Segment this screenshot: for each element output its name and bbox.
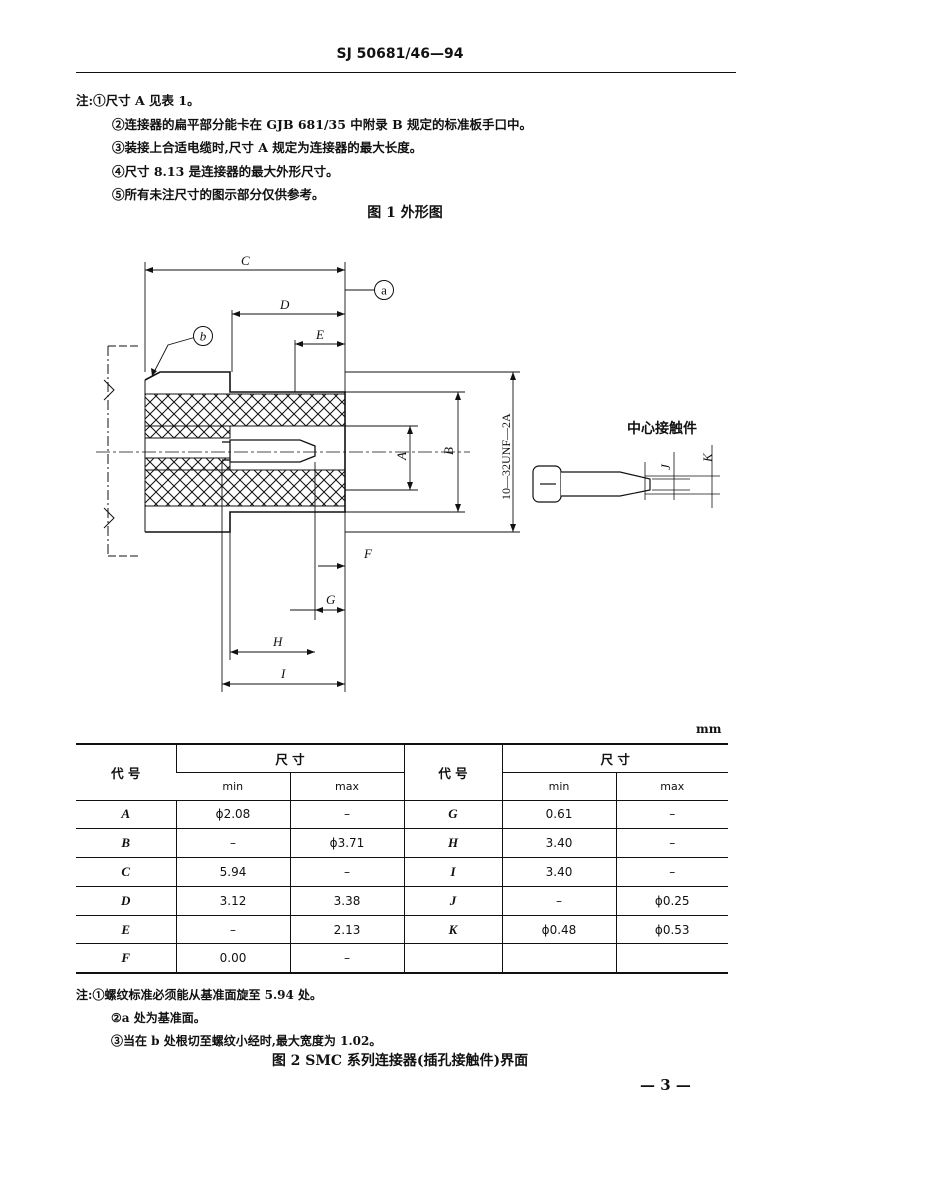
cell-code: J	[403, 885, 502, 916]
cell-min: –	[175, 914, 290, 944]
cell-code: F	[76, 943, 176, 974]
header-code: 代 号	[403, 744, 502, 800]
note-line: 注:①螺纹标准必须能从基准面旋至 5.94 处。	[76, 984, 381, 1007]
cell-code: G	[403, 799, 502, 829]
dim-label-E: E	[315, 327, 324, 342]
cell-min: 0.00	[175, 943, 290, 974]
note-text: ①螺纹标准必须能从基准面旋至 5.94 处。	[92, 988, 323, 1002]
cell-code: K	[403, 914, 502, 944]
callout-a: a	[374, 280, 394, 300]
cell-max: 3.38	[289, 885, 404, 916]
dim-label-J: J	[658, 463, 673, 470]
dimension-table: 代 号 尺 寸 代 号 尺 寸 min max min max A ϕ2.08 …	[76, 743, 728, 975]
note-line: ②a 处为基准面。	[111, 1011, 206, 1025]
dim-label-A: A	[394, 452, 409, 461]
cell-code	[403, 943, 502, 974]
header-rule	[76, 72, 736, 73]
header-size: 尺 寸	[501, 744, 728, 772]
dim-label-F: F	[363, 546, 373, 561]
cell-min: –	[501, 885, 616, 916]
mounting-panel	[103, 345, 140, 557]
cell-code: E	[76, 914, 176, 944]
cell-code: I	[403, 857, 502, 887]
header-size: 尺 寸	[175, 744, 404, 772]
cell-max: ϕ0.25	[615, 885, 728, 916]
callout-a-label: a	[381, 283, 387, 298]
cell-min: ϕ2.08	[175, 799, 290, 829]
dim-label-H: H	[272, 634, 283, 649]
callout-b: b	[193, 326, 213, 346]
cell-max: –	[615, 828, 728, 858]
cell-min: 3.40	[501, 828, 616, 858]
note-line: ②连接器的扁平部分能卡在 GJB 681/35 中附录 B 规定的标准板手口中。	[112, 116, 533, 132]
dimension-lines	[144, 262, 520, 692]
cell-max: –	[289, 943, 404, 974]
note-line: ③装接上合适电缆时,尺寸 A 规定为连接器的最大长度。	[112, 140, 423, 155]
cell-max: 2.13	[289, 914, 404, 944]
table-row: B – ϕ3.71 H 3.40 –	[76, 828, 728, 858]
cell-code: H	[403, 828, 502, 858]
document-code: SJ 50681/46—94	[336, 46, 464, 62]
cell-code: C	[76, 857, 176, 887]
cell-max: ϕ0.53	[615, 914, 728, 944]
table-unit: mm	[696, 722, 722, 736]
figure2-caption: 图 2 SMC 系列连接器(插孔接触件)界面	[271, 1053, 529, 1069]
hatched-section	[144, 393, 346, 507]
cell-min: –	[175, 828, 290, 858]
note-line: ④尺寸 8.13 是连接器的最大外形尺寸。	[112, 163, 339, 179]
cell-min: 3.40	[501, 857, 616, 887]
cell-max: ϕ3.71	[289, 828, 404, 858]
note-text: ①尺寸 A 见表 1。	[93, 93, 200, 108]
header-max: max	[615, 771, 728, 800]
note-line: ⑤所有未注尺寸的图示部分仅供参考。	[112, 187, 325, 202]
center-contact-detail	[532, 445, 720, 508]
header-min: min	[176, 771, 290, 800]
figure1-caption: 图 1 外形图	[367, 205, 443, 221]
note-prefix: 注:	[76, 988, 93, 1002]
cell-min: 0.61	[501, 799, 616, 829]
header-min: min	[501, 771, 616, 800]
table-row: F 0.00 –	[76, 943, 728, 974]
dim-label-B: B	[441, 447, 456, 455]
dim-label-D: D	[279, 297, 290, 312]
center-pin	[222, 439, 316, 463]
figure2-notes: 注:①螺纹标准必须能从基准面旋至 5.94 处。 ②a 处为基准面。 ③当在 b…	[76, 984, 381, 1053]
header-max: max	[289, 771, 404, 800]
connector-outline-drawing: a b C D E A B 10—32UNF—2A F G H I 中心接触件 …	[96, 253, 720, 692]
note-prefix: 注:	[76, 93, 94, 108]
table-row: A ϕ2.08 – G 0.61 –	[76, 799, 728, 829]
cell-code: A	[76, 799, 176, 829]
table-row: D 3.12 3.38 J – ϕ0.25	[76, 885, 728, 916]
dim-label-C: C	[241, 253, 250, 268]
figure1-notes: 注:①尺寸 A 见表 1。 ②连接器的扁平部分能卡在 GJB 681/35 中附…	[76, 89, 532, 207]
dimension-arrows	[145, 267, 516, 687]
cell-max: –	[615, 857, 728, 887]
dim-label-I: I	[280, 666, 286, 681]
table-row: C 5.94 – I 3.40 –	[76, 857, 728, 887]
thread-spec-label: 10—32UNF—2A	[499, 413, 513, 500]
page-number: — 3 —	[640, 1076, 691, 1094]
cell-code: B	[76, 828, 176, 858]
cell-min: 3.12	[175, 885, 290, 916]
dim-label-G: G	[326, 592, 336, 607]
cell-code: D	[76, 885, 176, 916]
header-code: 代 号	[111, 765, 141, 781]
note-line: ③当在 b 处根切至螺纹小经时,最大宽度为 1.02。	[111, 1034, 382, 1048]
dim-label-K: K	[700, 452, 715, 463]
center-contact-label: 中心接触件	[627, 420, 697, 437]
cell-max: –	[289, 799, 404, 829]
cell-min: ϕ0.48	[501, 914, 616, 944]
cell-max	[615, 943, 728, 974]
cell-max: –	[615, 799, 728, 829]
cell-min: 5.94	[175, 857, 290, 887]
note-line: 注:①尺寸 A 见表 1。	[76, 89, 532, 113]
cell-min	[501, 943, 616, 974]
cell-max: –	[289, 857, 404, 887]
callout-b-label: b	[200, 329, 207, 344]
table-row: E – 2.13 K ϕ0.48 ϕ0.53	[76, 914, 728, 944]
